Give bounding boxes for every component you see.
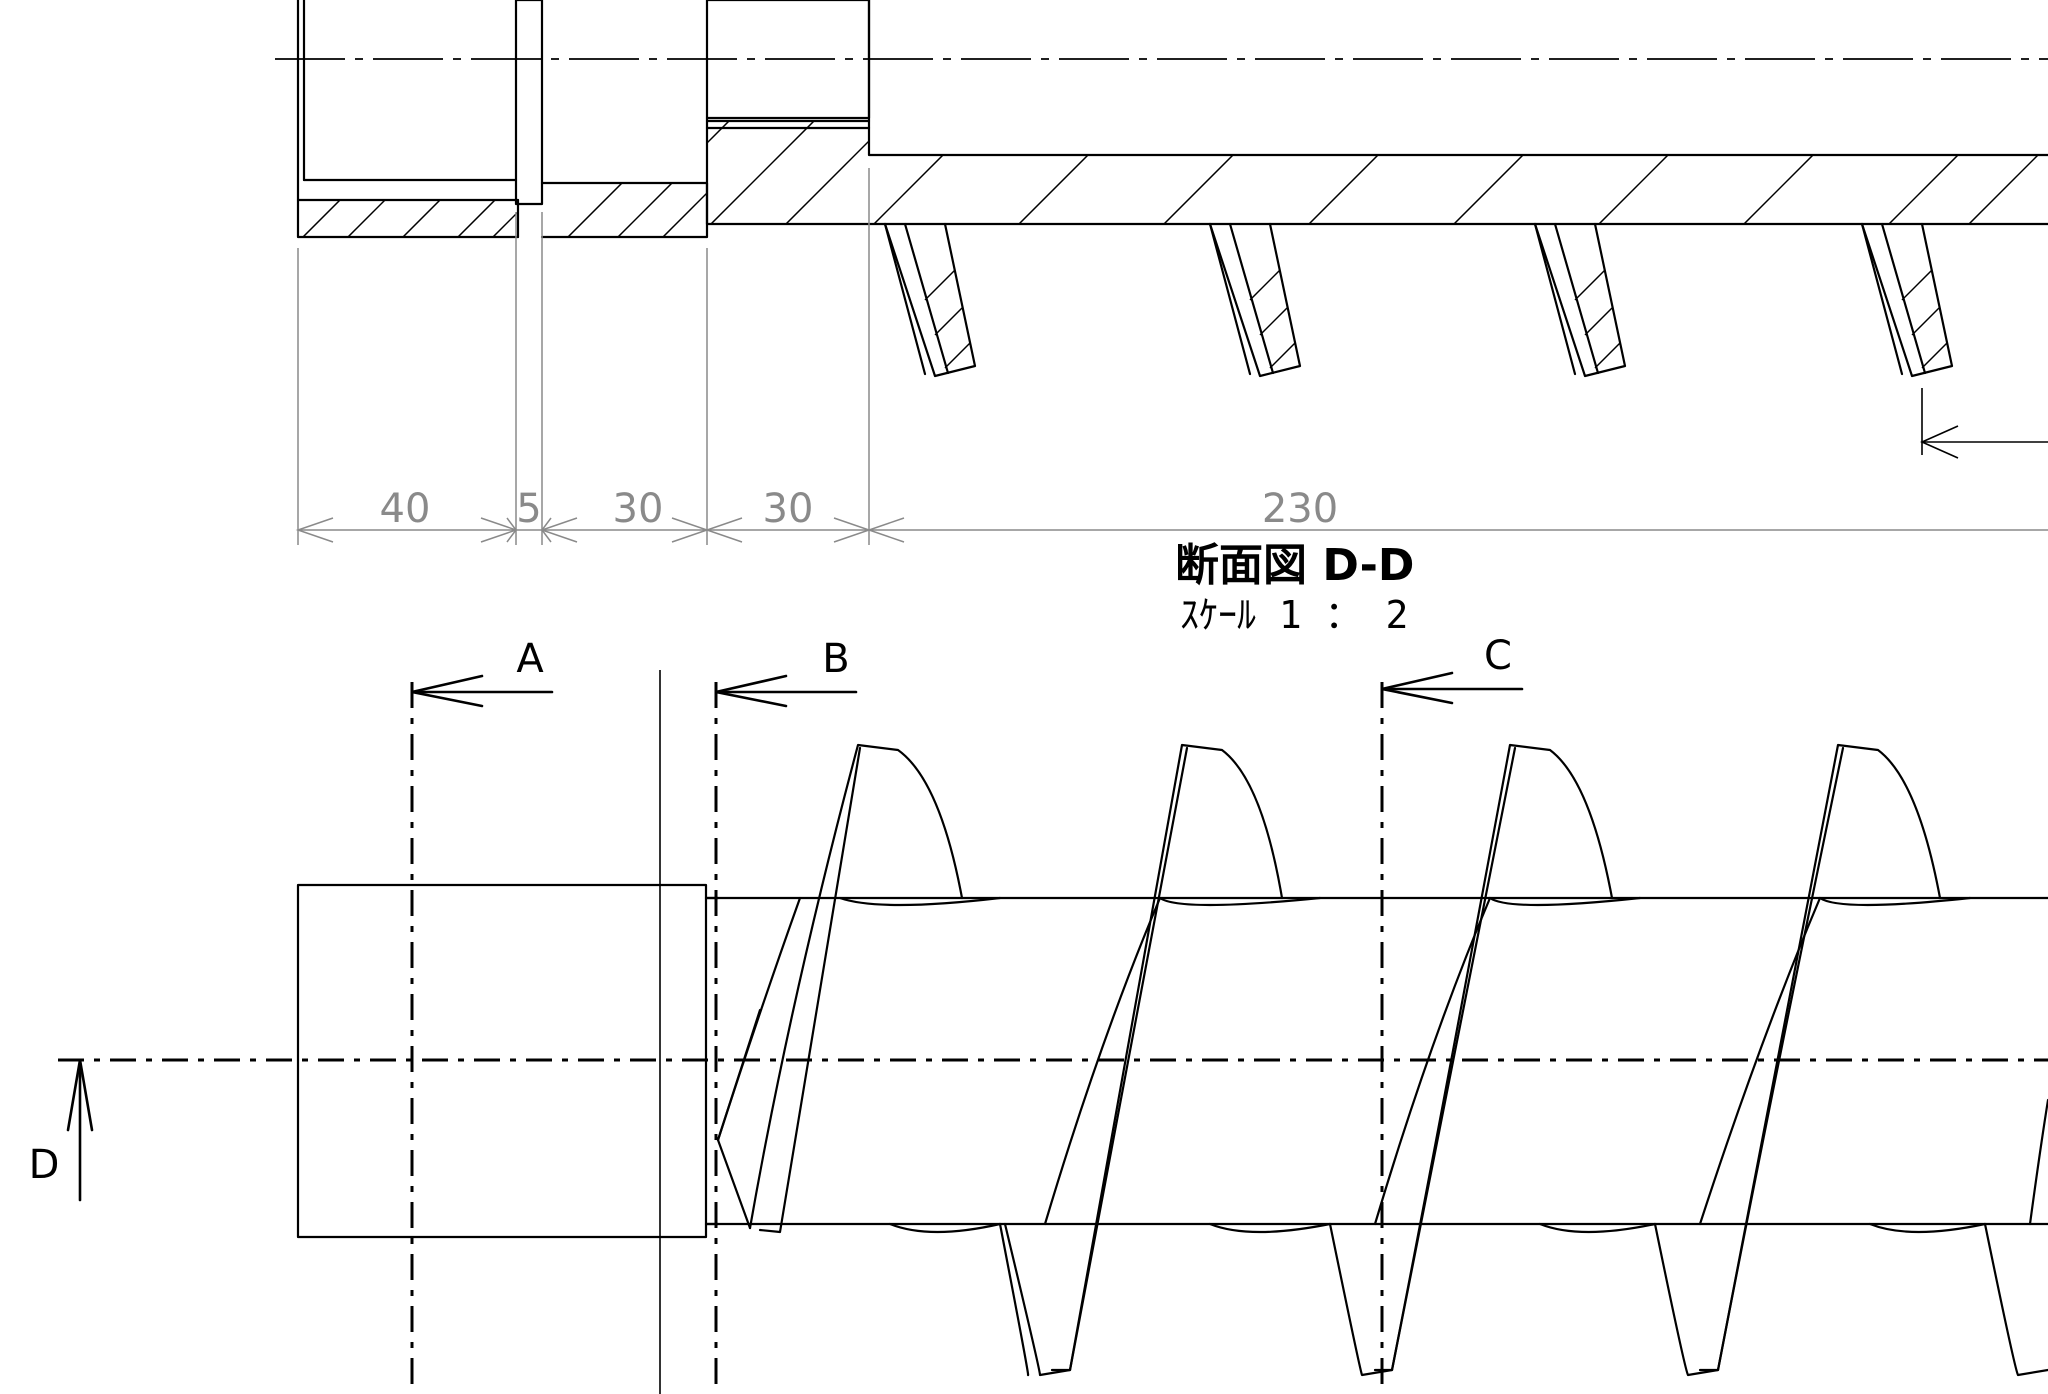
- screw-flight-1: [716, 743, 1030, 1377]
- section-view-scale: ｽｹｰﾙ 1 ： 2: [1180, 593, 1408, 637]
- section-arrow-c: C: [1380, 633, 1524, 705]
- section-marker-b: B: [822, 636, 849, 682]
- screw-flight-2: [1003, 743, 1332, 1377]
- dim-30-b: 30: [763, 486, 814, 532]
- section-view-d-d: 40 5 30 30 230 断面図 D-D ｽｹｰﾙ 1 ： 2: [275, 0, 2048, 637]
- section-marker-d: D: [29, 1142, 60, 1188]
- dimension-chain: 40 5 30 30 230: [295, 168, 2048, 545]
- dim-5: 5: [516, 486, 541, 532]
- dim-30-a: 30: [613, 486, 664, 532]
- side-view: A B C D: [29, 633, 2048, 1394]
- section-view-title: 断面図 D-D: [1175, 540, 1414, 591]
- flight-blade-section-3: [1533, 222, 1627, 378]
- section-marker-c: C: [1484, 633, 1512, 679]
- dim-40: 40: [380, 486, 431, 532]
- section-arrow-d: D: [29, 1058, 94, 1202]
- screw-flight-4: [1653, 743, 2048, 1377]
- screw-flight-3: [1328, 743, 1657, 1377]
- shaft-barrel-section: [705, 0, 2048, 226]
- dim-230: 230: [1262, 486, 1338, 532]
- collar-section: [705, 0, 871, 226]
- section-marker-a: A: [516, 636, 544, 682]
- shaft-body: [704, 896, 2048, 1230]
- section-arrow-b: B: [714, 636, 858, 708]
- flight-blade-section-4: [1860, 222, 1954, 378]
- flight-blade-section-1: [883, 222, 977, 378]
- pitch-dimension-partial: [1920, 388, 2048, 459]
- bore-hub-section: [296, 0, 709, 239]
- flight-blade-section-2: [1208, 222, 1302, 378]
- section-arrow-a: A: [410, 636, 554, 708]
